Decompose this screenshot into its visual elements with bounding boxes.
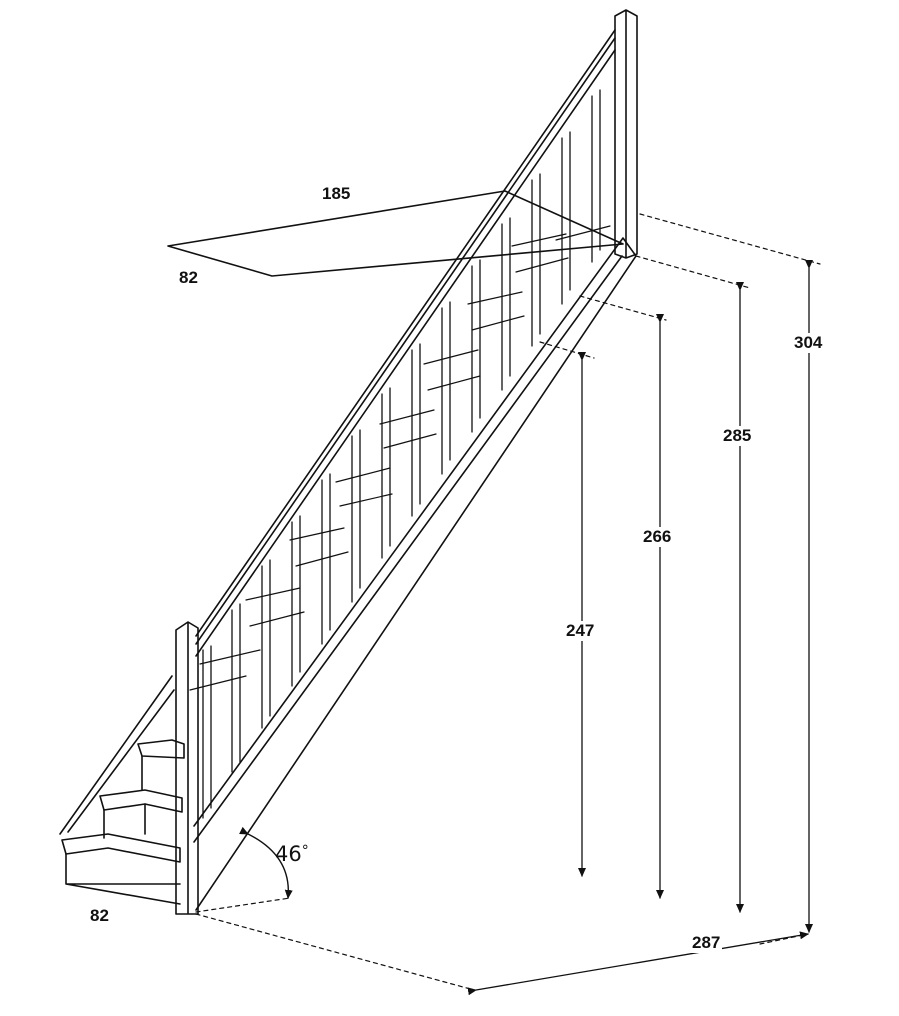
handrail (195, 29, 616, 657)
landing-length-label: 185 (320, 184, 353, 204)
height-266-label: 266 (641, 527, 674, 547)
run-length-label: 287 (690, 933, 723, 953)
run-dimension-line (467, 931, 809, 996)
inner-treads (189, 225, 611, 691)
balusters (202, 89, 601, 819)
height-dimension-lines (578, 260, 813, 933)
height-304-label: 304 (792, 333, 825, 353)
step-2-riser (103, 803, 146, 839)
angle-unit: ° (301, 843, 309, 859)
angle-value: 46 (275, 842, 302, 866)
step-3 (137, 739, 185, 759)
landing-width-label: 82 (177, 268, 200, 288)
angle-arc (239, 826, 293, 899)
extension-lines (195, 213, 821, 991)
newel-post-bottom (175, 621, 199, 915)
stringer (193, 237, 637, 911)
step-1-riser (65, 853, 181, 905)
step-1 (61, 833, 181, 863)
newel-post-top (614, 9, 638, 259)
step-2 (99, 789, 183, 813)
height-285-label: 285 (721, 426, 754, 446)
bottom-width-label: 82 (88, 906, 111, 926)
landing-outline (167, 190, 624, 277)
angle-label: 46° (275, 842, 309, 866)
height-247-label: 247 (564, 621, 597, 641)
stringer-top-edge (193, 255, 623, 843)
back-stringer (59, 675, 175, 835)
